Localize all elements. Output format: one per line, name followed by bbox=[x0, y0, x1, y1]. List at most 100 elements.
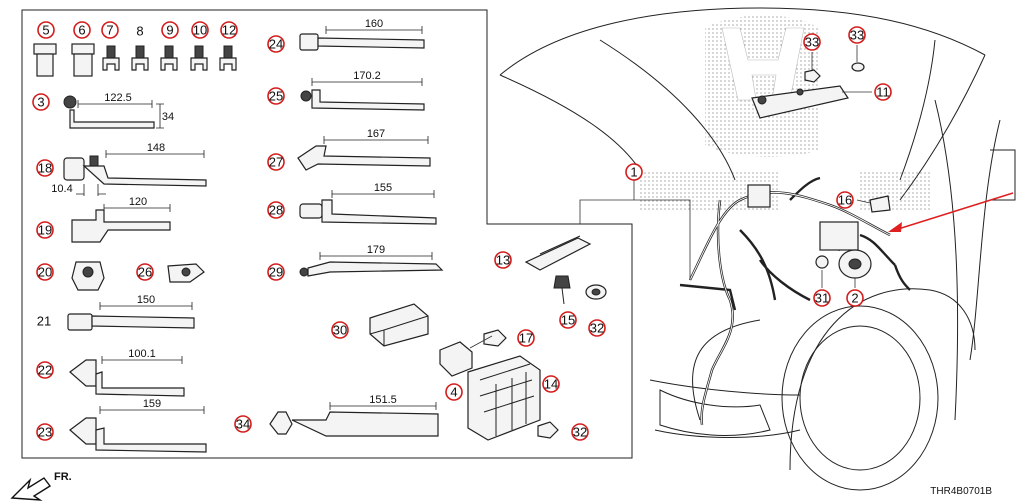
dim-part-34: 151.5 bbox=[369, 394, 397, 406]
callout-text: 23 bbox=[38, 425, 52, 440]
dim-part-24: 160 bbox=[365, 18, 383, 30]
part-6-grommet bbox=[71, 43, 95, 77]
callout-3: 3 bbox=[32, 93, 50, 111]
label-part-21: 21 bbox=[37, 314, 51, 329]
callout-23: 23 bbox=[36, 423, 54, 441]
callout-17: 17 bbox=[517, 329, 535, 347]
part-21-clip-bracket bbox=[67, 302, 195, 331]
callout-text: 32 bbox=[590, 321, 604, 336]
callout-31: 31 bbox=[813, 289, 831, 307]
part-29-clip-band bbox=[299, 252, 444, 277]
part-30-cover bbox=[369, 303, 429, 347]
direction-label: FR. bbox=[54, 471, 72, 483]
callout-text: 17 bbox=[519, 331, 533, 346]
callout-text: 27 bbox=[269, 155, 283, 170]
hood-logo-area bbox=[705, 15, 820, 157]
callout-32-upper: 32 bbox=[588, 319, 606, 337]
callout-text: 10 bbox=[193, 23, 207, 38]
callout-24: 24 bbox=[267, 35, 285, 53]
callout-4: 4 bbox=[445, 383, 463, 401]
callout-text: 34 bbox=[236, 417, 250, 432]
part-22-clip-bracket bbox=[69, 356, 185, 397]
callout-text: 30 bbox=[333, 323, 347, 338]
callout-20: 20 bbox=[36, 263, 54, 281]
diagram-code: THR4B0701B bbox=[930, 486, 992, 497]
callout-32-lower: 32 bbox=[571, 423, 589, 441]
part-17-nut bbox=[483, 329, 507, 347]
callout-16: 16 bbox=[836, 191, 854, 209]
callout-text: 24 bbox=[269, 37, 283, 52]
callout-19: 19 bbox=[36, 221, 54, 239]
callout-text: 28 bbox=[269, 203, 283, 218]
callout-25: 25 bbox=[267, 87, 285, 105]
part-20-grommet-clip bbox=[71, 261, 105, 291]
front-direction-indicator: FR. bbox=[10, 471, 72, 501]
dim-part-22: 100.1 bbox=[128, 348, 156, 360]
part-25-clip-bracket bbox=[300, 78, 425, 111]
part-32-nut-b bbox=[537, 421, 559, 439]
wheel-arch bbox=[789, 288, 976, 471]
callout-text: 32 bbox=[573, 425, 587, 440]
part-23-clip-bracket bbox=[69, 406, 207, 453]
callout-text: 2 bbox=[851, 291, 858, 306]
dim-part-3-height: 34 bbox=[162, 111, 174, 123]
dim-part-3-length: 122.5 bbox=[104, 92, 132, 104]
part-3-clip-bracket bbox=[63, 95, 164, 129]
dim-part-18-length: 148 bbox=[147, 142, 165, 154]
callout-text: 22 bbox=[38, 363, 52, 378]
engine-wire-harness bbox=[679, 176, 911, 426]
callout-text: 19 bbox=[38, 223, 52, 238]
dim-part-29: 179 bbox=[367, 244, 385, 256]
callout-26: 26 bbox=[136, 263, 154, 281]
part-4-relay bbox=[439, 341, 473, 377]
part-14-fuse-box bbox=[467, 355, 541, 441]
callout-text: 6 bbox=[78, 23, 85, 38]
callout-15: 15 bbox=[559, 311, 577, 329]
callout-12: 12 bbox=[220, 21, 238, 39]
part-34-clip-bracket bbox=[269, 402, 439, 437]
callout-text: 18 bbox=[38, 161, 52, 176]
part-15-bolt bbox=[553, 275, 571, 305]
callout-text: 20 bbox=[38, 265, 52, 280]
callout-33-right: 33 bbox=[848, 26, 866, 44]
callout-2: 2 bbox=[846, 289, 864, 307]
callout-text: 12 bbox=[222, 23, 236, 38]
dim-part-27: 167 bbox=[367, 128, 385, 140]
callout-text: 29 bbox=[269, 265, 283, 280]
callout-11: 11 bbox=[874, 83, 892, 101]
callout-27: 27 bbox=[267, 153, 285, 171]
part-5-grommet bbox=[33, 43, 57, 77]
callout-29: 29 bbox=[267, 263, 285, 281]
callout-22: 22 bbox=[36, 361, 54, 379]
callout-14: 14 bbox=[542, 375, 560, 393]
pointer-arrow bbox=[894, 192, 1014, 231]
callout-text: 7 bbox=[106, 23, 113, 38]
callout-text: 9 bbox=[166, 23, 173, 38]
callout-text: 11 bbox=[876, 85, 890, 100]
callout-7: 7 bbox=[101, 21, 119, 39]
callout-30: 30 bbox=[331, 321, 349, 339]
parts-frame bbox=[21, 9, 633, 459]
part-13-bracket bbox=[524, 235, 592, 271]
callout-text: 31 bbox=[815, 291, 829, 306]
part-32-nut bbox=[585, 284, 607, 300]
callout-text: 33 bbox=[805, 35, 819, 50]
callout-text: 15 bbox=[561, 313, 575, 328]
dim-part-19: 120 bbox=[129, 196, 147, 208]
callout-5: 5 bbox=[37, 21, 55, 39]
callout-text: 26 bbox=[138, 265, 152, 280]
dimension-labels: 122.5 34 148 10.4 120 150 100.1 159 160 … bbox=[51, 18, 396, 410]
callout-34: 34 bbox=[234, 415, 252, 433]
callout-text: 4 bbox=[450, 385, 457, 400]
callout-text: 5 bbox=[42, 23, 49, 38]
vehicle-illustration bbox=[499, 7, 1016, 491]
callout-labels: 5 6 7 9 10 12 3 18 19 20 26 22 23 24 25 … bbox=[32, 21, 892, 441]
callout-text: 14 bbox=[544, 377, 558, 392]
dim-part-28: 155 bbox=[374, 182, 392, 194]
callout-13: 13 bbox=[494, 251, 512, 269]
front-tire bbox=[781, 305, 939, 491]
callout-33-left: 33 bbox=[803, 33, 821, 51]
part-19-bracket bbox=[71, 204, 171, 243]
callout-text: 33 bbox=[850, 28, 864, 43]
